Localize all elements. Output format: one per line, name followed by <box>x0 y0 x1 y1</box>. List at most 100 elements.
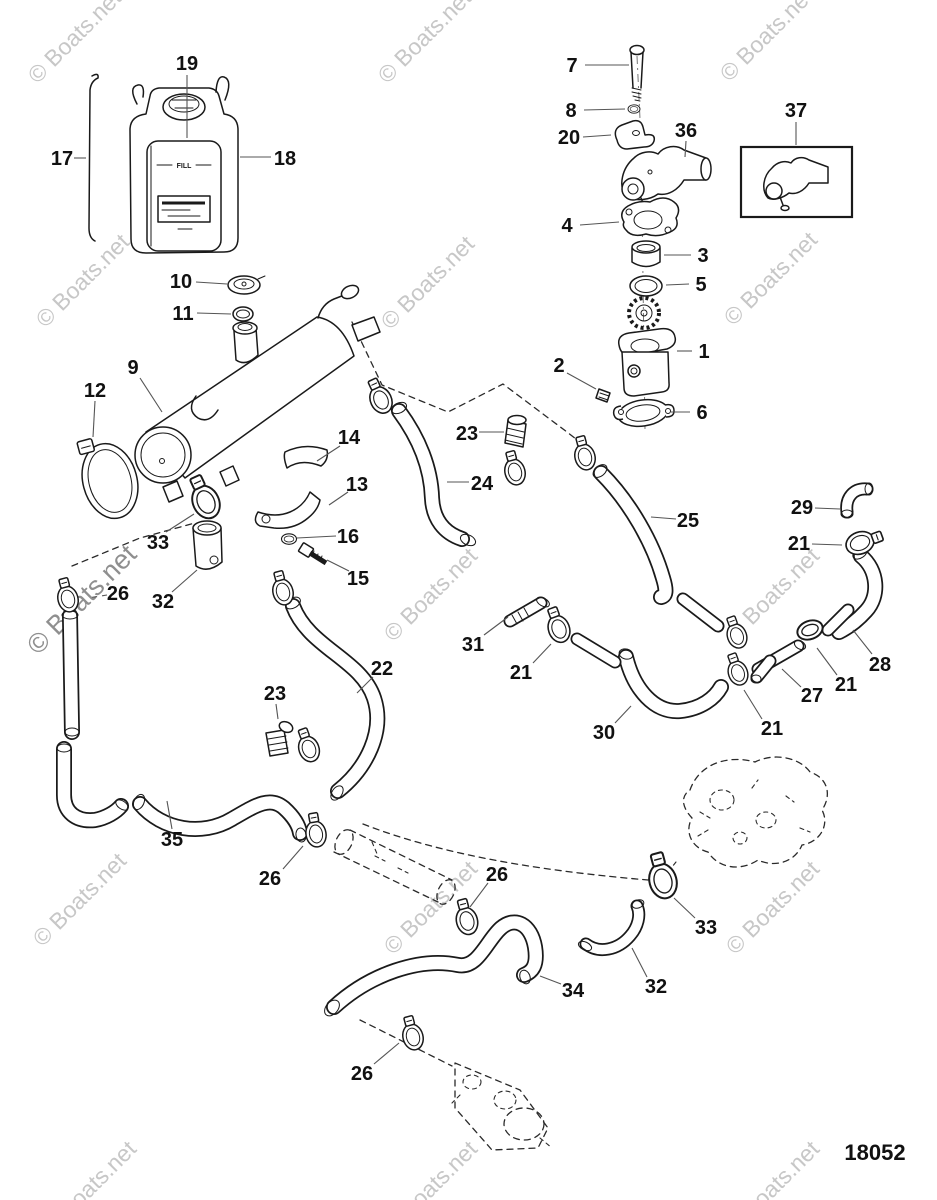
callout-26: 26 <box>486 864 508 886</box>
watermark-text: © Boats.net <box>721 855 825 959</box>
callout-16: 16 <box>337 526 359 548</box>
callout-26: 26 <box>259 868 281 890</box>
watermark-text: © Boats.net <box>379 542 483 646</box>
callout-6: 6 <box>696 402 707 424</box>
callout-36: 36 <box>675 120 697 142</box>
callout-5: 5 <box>695 274 706 296</box>
hose-22 <box>285 596 386 801</box>
callout-33: 33 <box>695 917 717 939</box>
leader-line-26 <box>469 882 489 908</box>
leader-line-2 <box>566 372 597 390</box>
callout-21: 21 <box>835 674 857 696</box>
leader-line-13 <box>328 491 349 506</box>
alternate-housing-37-box <box>739 145 854 219</box>
callout-34: 34 <box>562 980 585 1002</box>
assembly-guide-bottom-arc <box>362 823 671 881</box>
watermark-text: © Boats.net <box>373 0 477 88</box>
leader-line-12 <box>92 400 96 438</box>
leader-line-21 <box>816 647 838 676</box>
callout-37: 37 <box>785 100 807 122</box>
leader-line-23 <box>275 703 279 720</box>
hose-28 <box>821 546 884 640</box>
callout-17: 17 <box>51 148 73 170</box>
sleeve-32-left <box>192 520 223 570</box>
leader-line-10 <box>195 281 228 285</box>
watermark-text: © Boats.net <box>721 1135 825 1200</box>
leader-line-4 <box>579 221 620 226</box>
callout-33: 33 <box>147 532 169 554</box>
callout-19: 19 <box>176 53 198 75</box>
elbow-29 <box>840 482 874 519</box>
leader-line-20 <box>582 134 612 138</box>
tee-fitting-27 <box>750 639 807 684</box>
callout-20: 20 <box>558 127 580 149</box>
callout-15: 15 <box>347 568 369 590</box>
leader-line-26 <box>87 594 108 599</box>
callout-28: 28 <box>869 654 891 676</box>
leader-line-31 <box>483 616 509 636</box>
leader-line-26 <box>282 845 304 870</box>
leader-lines-layer <box>74 64 873 1065</box>
leader-line-5 <box>665 283 690 286</box>
fitting-23-top <box>504 414 527 448</box>
leader-line-30 <box>614 705 632 724</box>
assembly-guide-left <box>71 522 196 567</box>
leader-line-34 <box>539 975 562 985</box>
leader-line-9 <box>139 377 163 413</box>
seal-ring-5 <box>629 275 663 297</box>
leader-line-35 <box>166 800 173 830</box>
clamp-26-hose35 <box>301 810 329 850</box>
clamp-hose-24-mid <box>499 448 529 488</box>
watermark-text: © Boats.net <box>38 1135 142 1200</box>
hose-35 <box>132 793 308 843</box>
callout-30: 30 <box>593 722 615 744</box>
callout-23: 23 <box>264 683 286 705</box>
hose-25 <box>592 464 725 633</box>
leader-line-26 <box>373 1042 400 1065</box>
leader-line-21 <box>532 643 552 664</box>
fitting-23-bottom <box>265 720 294 757</box>
leader-line-33 <box>673 897 696 919</box>
ring-21-near-28 <box>793 616 827 644</box>
clamp-21-near-31 <box>540 603 575 647</box>
leader-line-32 <box>631 947 648 978</box>
sleeve-hose-between-31-30 <box>570 632 622 669</box>
tank-fill-label: FILL <box>177 163 192 170</box>
sleeve-3 <box>631 240 661 268</box>
assembly-guide-dashes <box>351 321 591 451</box>
clamp-26-cooler <box>450 896 482 938</box>
leader-line-16 <box>296 535 337 539</box>
callout-35: 35 <box>161 829 183 851</box>
engine-block-ghost <box>667 756 828 873</box>
water-pump-ghost <box>451 1062 553 1151</box>
callout-4: 4 <box>561 215 573 237</box>
left-elbow-hose <box>56 741 129 829</box>
watermark-text: © Boats.net <box>715 0 819 86</box>
callout-24: 24 <box>471 473 494 495</box>
bolt-7 <box>629 44 645 102</box>
watermark-text: © Boats.net <box>379 1135 483 1200</box>
callout-11: 11 <box>172 303 193 325</box>
callout-1: 1 <box>698 341 709 363</box>
clamp-33-right <box>641 849 682 903</box>
leader-line-25 <box>650 516 677 520</box>
callout-21: 21 <box>510 662 532 684</box>
elbow-32-right <box>577 899 646 957</box>
callout-9: 9 <box>127 357 138 379</box>
bolt-15 <box>297 542 328 566</box>
clamp-26-pump <box>397 1013 427 1053</box>
callout-10: 10 <box>170 271 192 293</box>
tank-strap-drawing <box>88 73 99 242</box>
callout-14: 14 <box>338 427 361 449</box>
clamp-near-23-bottom <box>291 725 324 766</box>
clamp-33-left <box>181 470 226 524</box>
callout-21: 21 <box>788 533 810 555</box>
ghost-parts-layer <box>71 55 828 1151</box>
nut-8 <box>627 104 641 114</box>
leader-line-32 <box>171 569 198 593</box>
callout-7: 7 <box>566 55 577 77</box>
clamp-hose-25-top <box>569 433 599 473</box>
gasket-4 <box>621 197 680 237</box>
